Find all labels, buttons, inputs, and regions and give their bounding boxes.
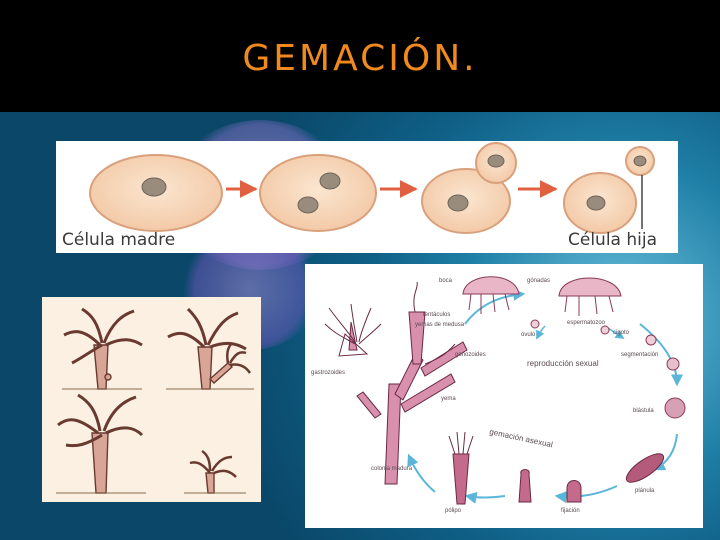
label-yemas-medusa: yemas de medusa	[415, 322, 465, 328]
label-segmentacion: segmentación	[621, 352, 658, 358]
label-planula: plánula	[635, 488, 655, 494]
label-fijacion: fijación	[561, 508, 580, 514]
cell-nucleus	[586, 195, 606, 211]
hydra-polyp	[57, 393, 144, 494]
blastula	[664, 397, 686, 419]
dividing-cell	[259, 154, 377, 232]
label-gonozoides: gonozoides	[455, 352, 486, 358]
slide-title: GEMACIÓN.	[242, 38, 478, 79]
label-blastula: blástula	[633, 408, 654, 414]
label-ovulo: óvulo	[521, 332, 536, 338]
label-yema: yema	[441, 396, 456, 402]
cell-nucleus	[319, 172, 341, 190]
cell-nucleus	[297, 196, 319, 214]
title-bar	[0, 0, 720, 112]
cell-nucleus	[487, 154, 505, 168]
mature-colony	[324, 281, 468, 485]
cell-budding-illustration: Célula madre Célula hija	[62, 142, 657, 250]
polyp-stage	[518, 469, 532, 503]
ovum	[530, 319, 540, 329]
hydra-budding-panel	[42, 297, 261, 502]
cycle-arrow	[464, 288, 526, 325]
reproduction-cycle-diagram: boca gónadas tentáculos yemas de medusa …	[311, 276, 686, 514]
daughter-cell-label: Célula hija	[568, 230, 657, 250]
medusa-female	[462, 276, 520, 314]
label-polipo: pólipo	[445, 508, 462, 514]
cell-nucleus	[141, 177, 167, 197]
medusa-male	[558, 277, 622, 316]
cell-nucleus	[447, 194, 469, 212]
segmentation-cell	[645, 334, 657, 346]
label-cigoto: cigoto	[613, 330, 630, 336]
cycle-arrow	[639, 323, 683, 387]
cell-budding-panel: Célula madre Célula hija	[56, 141, 678, 253]
label-boca: boca	[439, 278, 453, 284]
cycle-arrow	[407, 453, 436, 493]
label-gemacion-asexual: gemación asexual	[489, 427, 554, 449]
label-espermatozoo: espermatozoo	[567, 320, 606, 326]
polyp	[448, 431, 474, 505]
hydra-polyp-with-bud	[167, 307, 252, 390]
reproduction-cycle-panel: boca gónadas tentáculos yemas de medusa …	[305, 264, 703, 528]
fixation-stage	[566, 480, 582, 503]
cycle-arrow	[464, 491, 506, 504]
mother-cell-label: Célula madre	[62, 230, 175, 250]
label-gonadas: gónadas	[527, 278, 550, 284]
label-tentaculos: tentáculos	[423, 312, 450, 318]
zygote	[600, 325, 610, 335]
label-gastrozoides: gastrozoides	[311, 370, 345, 376]
hydra-polyp	[63, 307, 143, 390]
planula	[625, 453, 665, 483]
label-reproduccion-sexual: reproducción sexual	[527, 359, 599, 368]
hydra-budding-illustration	[56, 307, 254, 494]
cell-nucleus	[633, 155, 647, 167]
detached-bud	[189, 449, 237, 494]
cycle-arrow	[554, 485, 618, 504]
cycle-arrow	[536, 325, 546, 340]
label-colonia-madura: colonia madura	[371, 466, 413, 472]
segmentation-cell	[666, 357, 680, 371]
